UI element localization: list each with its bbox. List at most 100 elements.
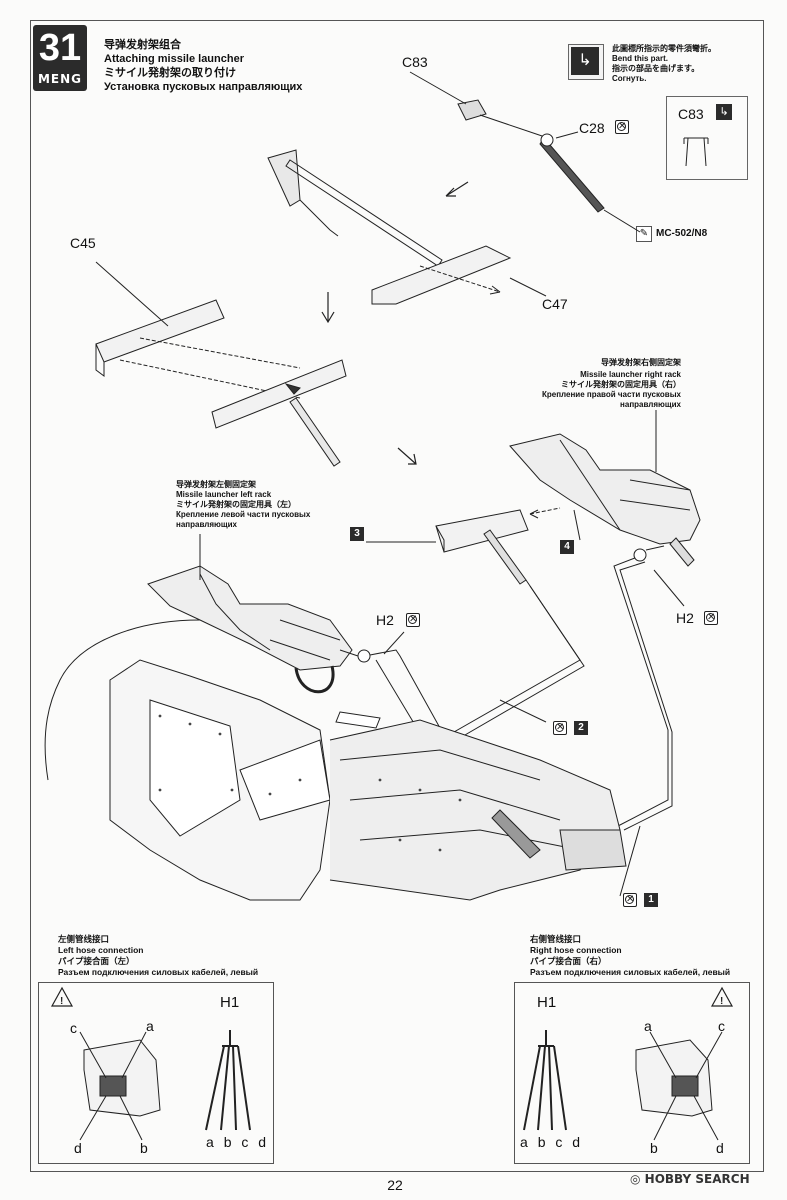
watermark-text: HOBBY SEARCH [644, 1172, 750, 1186]
leader-line [603, 209, 641, 233]
left-wire-letters: a b c d [206, 1134, 269, 1150]
step-title: 导弹发射架组合 Attaching missile launcher ミサイル発… [104, 38, 302, 94]
right-hose-caption: 右侧管线接口 Right hose connection パイプ接合面（右） Р… [530, 934, 730, 978]
h1-right-label: H1 [537, 994, 557, 1011]
title-zh: 导弹发射架组合 [104, 39, 181, 51]
leader-line [509, 277, 547, 297]
part-c47-plate [371, 245, 512, 305]
hull-deck [329, 719, 621, 901]
wire-letter: a [206, 1134, 217, 1150]
no-glue-icon [406, 613, 420, 627]
right-letter-c: c [718, 1018, 725, 1034]
right-letter-d: d [716, 1140, 724, 1156]
left-hose-detail-frame [38, 982, 274, 1164]
right-rack-ru1: Крепление правой части пусковых [541, 390, 681, 399]
bend-legend-box: ↳ [568, 44, 604, 80]
right-hose-zh: 右侧管线接口 [530, 934, 582, 944]
bend-icon: ↳ [571, 47, 599, 75]
bend-note-ru: Согнуть. [612, 74, 647, 83]
callout-3: 3 [350, 527, 364, 541]
left-letter-c: c [70, 1020, 77, 1036]
left-hose-en: Left hose connection [58, 945, 144, 955]
right-hose-ports [671, 1075, 699, 1097]
hull-detail [559, 829, 627, 871]
hull-detail [491, 809, 541, 859]
part-c28-rod [539, 137, 605, 213]
missile-launcher-block [435, 525, 445, 552]
direction-arrow [445, 181, 469, 197]
page-number: 22 [387, 1177, 403, 1193]
leader-line [383, 631, 405, 655]
missile-launcher-block [435, 509, 529, 553]
brand-logo: MENG [37, 72, 83, 86]
hull-deck-detail [339, 749, 581, 851]
warning-icon [710, 986, 734, 1007]
bend-note-zh: 此圖標所指示的零件須彎折。 [612, 44, 716, 53]
wire-letter: a [520, 1134, 531, 1150]
launcher-rod [483, 529, 527, 585]
wire-letter: d [572, 1134, 584, 1150]
step-number: 31 [38, 27, 82, 69]
leader-line [653, 569, 685, 607]
wire-letter: c [241, 1134, 252, 1150]
page-frame [30, 20, 764, 1172]
left-rack-zh: 导弹发射架左侧固定架 [176, 480, 256, 489]
bend-note-ja: 指示の部品を曲げます。 [612, 64, 700, 73]
left-rack-caption: 导弹发射架左侧固定架 Missile launcher left rack ミサ… [176, 480, 310, 530]
left-hose-caption: 左侧管线接口 Left hose connection パイプ接合面（左） Ра… [58, 934, 258, 978]
c83-detail-frame [666, 96, 748, 180]
hose-h2-right [613, 555, 669, 827]
left-hose-ports [99, 1075, 127, 1097]
direction-arrow [397, 447, 417, 465]
part-c28-label: C28 [579, 120, 605, 136]
watermark: ◎ HOBBY SEARCH [630, 1172, 750, 1186]
callout-4: 4 [560, 540, 574, 554]
left-rack-hose [294, 665, 335, 694]
right-rack-ru2: направляющих [620, 400, 681, 409]
h1-left-label: H1 [220, 994, 240, 1011]
part-c47-bracket [267, 149, 301, 207]
right-hose-ru: Разъем подключения силовых кабелей, левы… [530, 967, 731, 977]
right-rack-caption-more: Missile launcher right rack ミサイル発射架の固定用具… [520, 370, 681, 410]
warning-mark: ! [720, 996, 723, 1007]
assembly-arrow [419, 265, 501, 293]
callout-1: 1 [644, 893, 658, 907]
part-c45 [95, 344, 105, 377]
left-letter-d: d [74, 1140, 82, 1156]
right-letter-a: a [644, 1018, 652, 1034]
left-rack [147, 565, 353, 671]
right-wire-letters: a b c d [520, 1134, 583, 1150]
left-rack-detail [269, 619, 341, 661]
right-rack-zh: 导弹发射架右侧固定架 [601, 358, 681, 367]
leader-line [619, 825, 641, 897]
right-rack-detail [619, 479, 691, 511]
paint-icon: ✎ [636, 226, 652, 242]
step-badge [33, 25, 87, 91]
left-hose-ru: Разъем подключения силовых кабелей, левы… [58, 967, 259, 977]
title-ja: ミサイル発射架の取り付け [104, 67, 236, 79]
bend-note: 此圖標所指示的零件須彎折。 Bend this part. 指示の部品を曲げます… [612, 44, 716, 84]
right-hose-detail-frame [514, 982, 750, 1164]
no-glue-icon [704, 611, 718, 625]
leader-line [649, 1031, 723, 1141]
no-glue-icon [615, 120, 629, 134]
leader-line [555, 131, 579, 139]
right-rack-detail [669, 537, 695, 567]
assembly-arrow [139, 337, 301, 369]
hose-connector [357, 649, 371, 663]
assembly-arrow [479, 114, 549, 139]
assembly-arrow [529, 507, 561, 515]
part-c45-mount [211, 359, 347, 429]
no-glue-icon [623, 893, 637, 907]
part-c83 [457, 99, 487, 121]
right-rack [509, 433, 701, 545]
left-hose-ja: パイプ接合面（左） [58, 956, 135, 966]
title-en: Attaching missile launcher [104, 53, 244, 65]
left-rack-ja: ミサイル発射架の固定用具（左） [176, 500, 296, 509]
part-c83-label: C83 [402, 54, 428, 70]
part-h2-right-label: H2 [676, 610, 694, 626]
part-h2-left-label: H2 [376, 612, 394, 628]
part-c45 [95, 299, 225, 363]
